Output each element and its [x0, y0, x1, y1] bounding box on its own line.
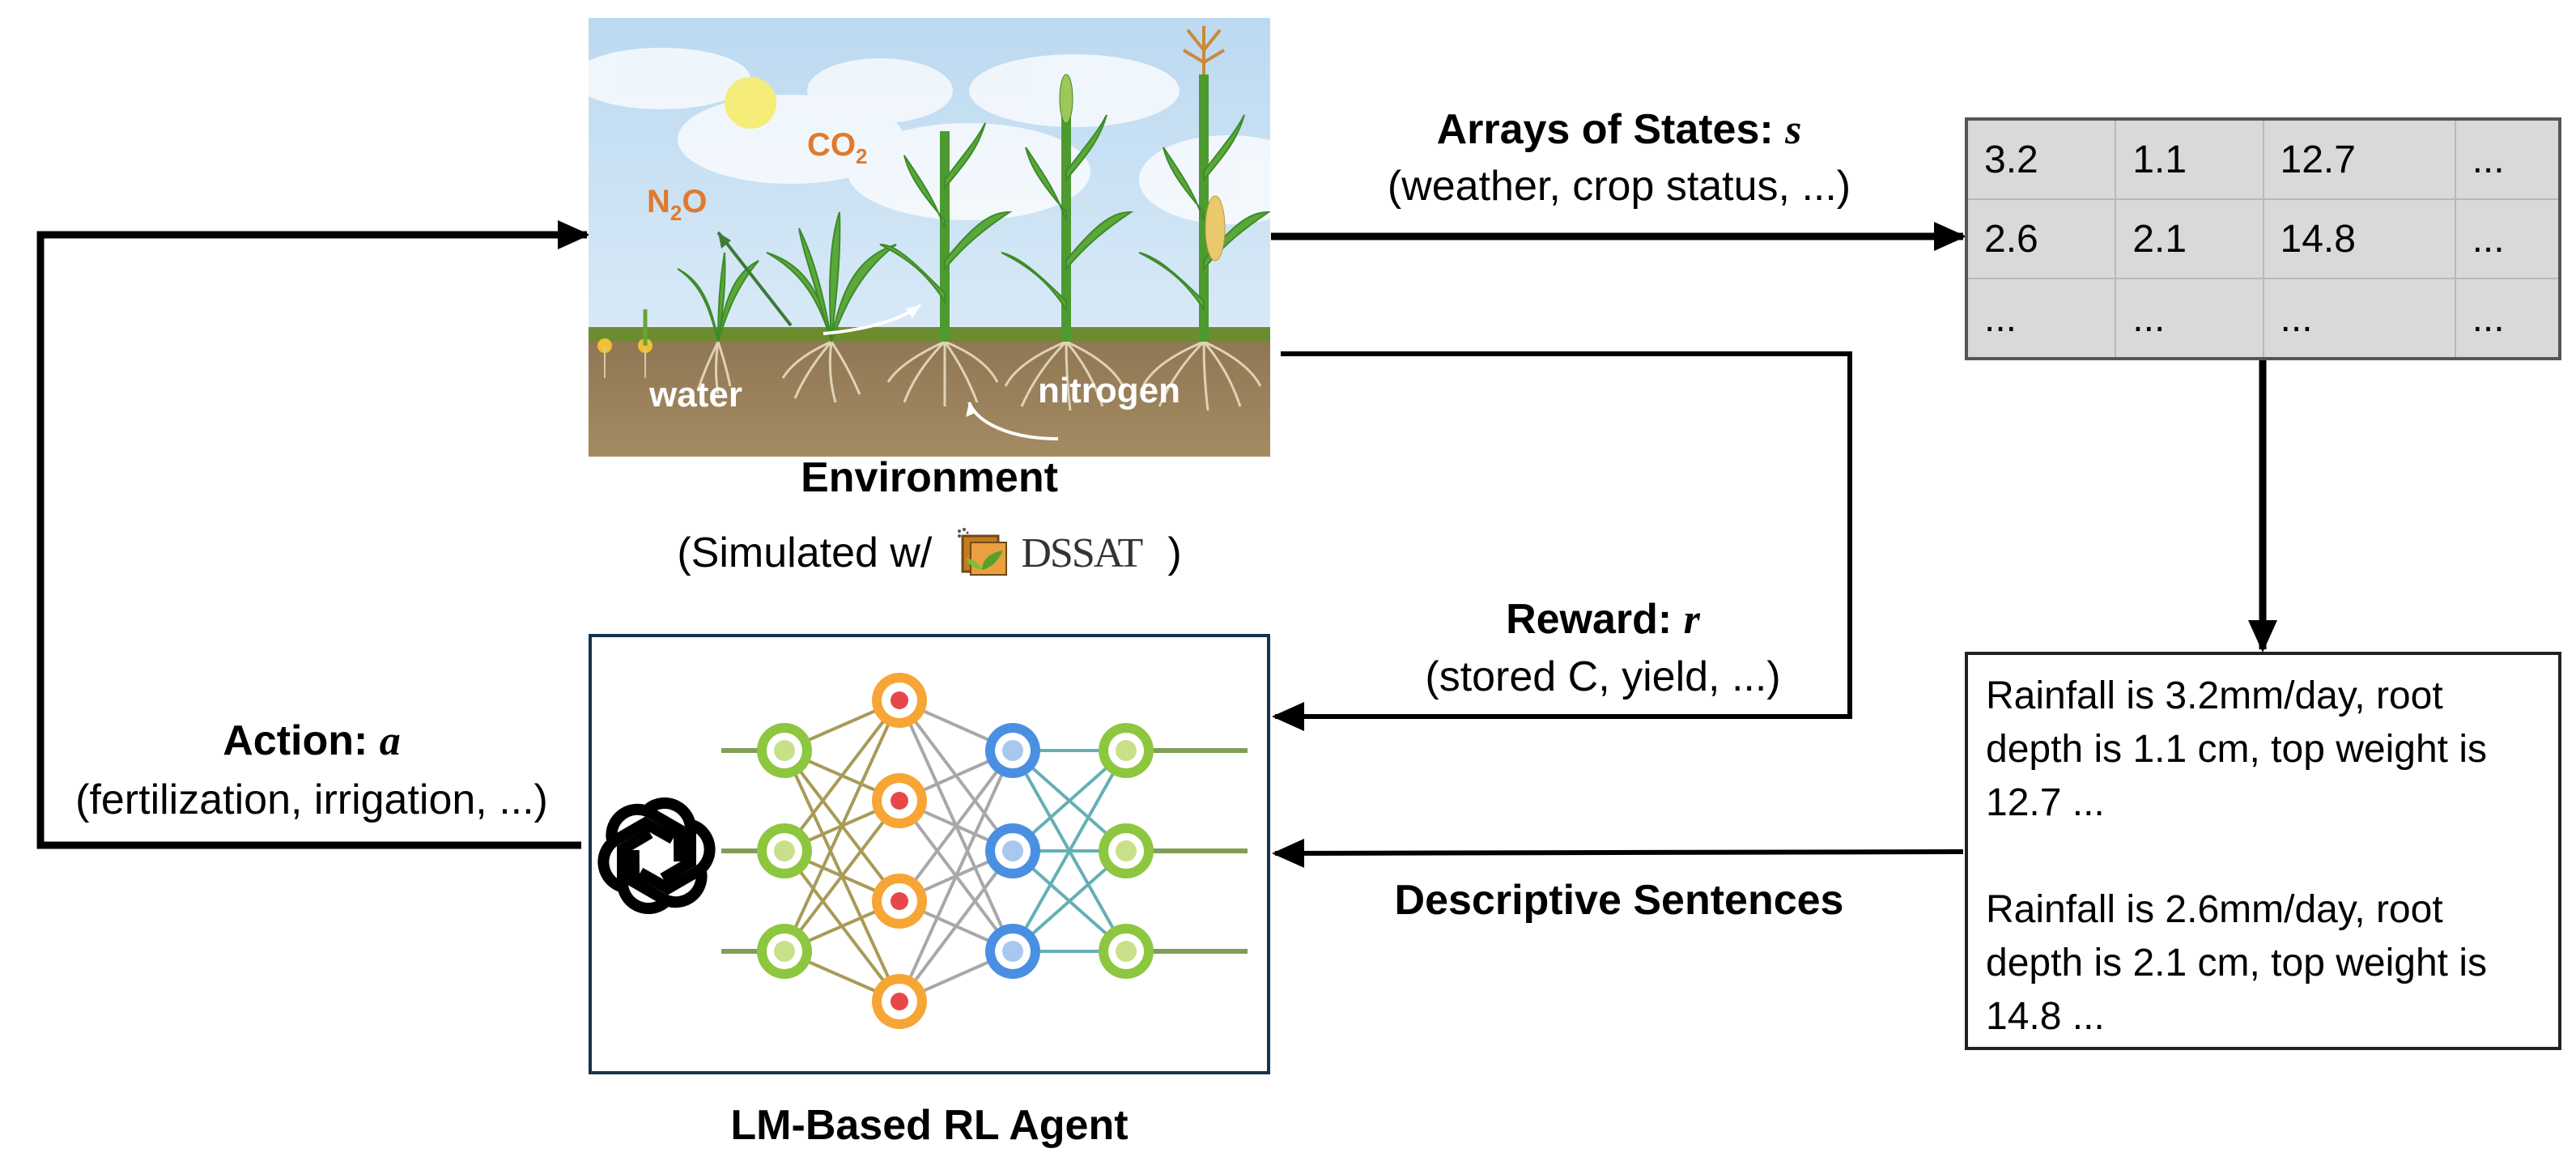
state-array-table: 3.2 1.1 12.7 ... 2.6 2.1 14.8 ... ... ..… [1965, 117, 2561, 360]
agent-title: LM-Based RL Agent [730, 1102, 1129, 1149]
svg-text:CO2: CO2 [807, 127, 867, 168]
table-row: 3.2 1.1 12.7 ... [1965, 118, 2561, 200]
environment-subtitle-suffix: ) [1167, 529, 1182, 576]
sentence-item: Rainfall is 2.6mm/day, root depth is 2.1… [1986, 888, 2487, 1038]
states-symbol: s [1785, 107, 1802, 153]
environment-title: Environment [801, 454, 1058, 501]
nn-input-nodes [757, 723, 812, 979]
table-cell: ... [2115, 278, 2264, 359]
nn-output-nodes [1099, 723, 1154, 979]
table-cell: 14.8 [2262, 198, 2456, 279]
environment-subtitle: (Simulated w/ DSSAT ) [589, 525, 1270, 581]
tassel-icon [1182, 26, 1226, 74]
environment-subtitle-prefix: (Simulated w/ [677, 529, 933, 576]
nitrogen-label: nitrogen [1038, 371, 1180, 410]
table-cell: 3.2 [1965, 118, 2117, 200]
reward-title: Reward: r [1506, 596, 1700, 643]
co2-label: CO [807, 127, 856, 163]
dssat-logo-icon: DSSAT [958, 528, 1143, 578]
openai-logo-icon [597, 797, 716, 915]
states-title: Arrays of States: s [1436, 106, 1802, 153]
dssat-logo-text: DSSAT [1021, 529, 1143, 576]
nn-hidden-nodes-orange [872, 673, 927, 1029]
table-row: ... ... ... ... [1965, 278, 2561, 359]
water-label: water [648, 375, 742, 415]
seed-icon [597, 309, 653, 378]
action-description: (fertilization, irrigation, ...) [75, 776, 548, 823]
sentence-item: Rainfall is 3.2mm/day, root depth is 1.1… [1986, 674, 2487, 824]
states-description: (weather, crop status, ...) [1387, 163, 1851, 210]
reward-arrow [1272, 351, 1852, 731]
action-title: Action: a [223, 717, 401, 764]
nn-hidden-nodes-blue [985, 723, 1040, 979]
table-cell: 1.1 [2115, 118, 2264, 200]
environment-illustration: CO2 N2O water nitrogen [589, 18, 1270, 457]
action-symbol: a [379, 718, 401, 764]
table-cell: ... [2454, 118, 2561, 200]
descriptive-sentences-box: Rainfall is 3.2mm/day, root depth is 1.1… [1965, 652, 2561, 1050]
sun-icon [725, 77, 776, 129]
sentences-label: Descriptive Sentences [1394, 877, 1844, 924]
table-cell: ... [2262, 278, 2456, 359]
table-cell: 2.1 [2115, 198, 2264, 279]
table-cell: 12.7 [2262, 118, 2456, 200]
n2o-label: N [647, 184, 670, 219]
table-cell: ... [2454, 198, 2561, 279]
table-cell: ... [2454, 278, 2561, 359]
table-cell: ... [1965, 278, 2117, 359]
agent-box [589, 634, 1270, 1074]
corn-plant-icon [677, 74, 1270, 342]
reward-description: (stored C, yield, ...) [1425, 653, 1781, 700]
table-row: 2.6 2.1 14.8 ... [1965, 198, 2561, 279]
svg-text:N2O: N2O [647, 184, 707, 225]
table-cell: 2.6 [1965, 198, 2117, 279]
sentences-arrow [1272, 838, 1964, 868]
action-arrow [36, 220, 590, 849]
reward-symbol: r [1683, 597, 1700, 643]
